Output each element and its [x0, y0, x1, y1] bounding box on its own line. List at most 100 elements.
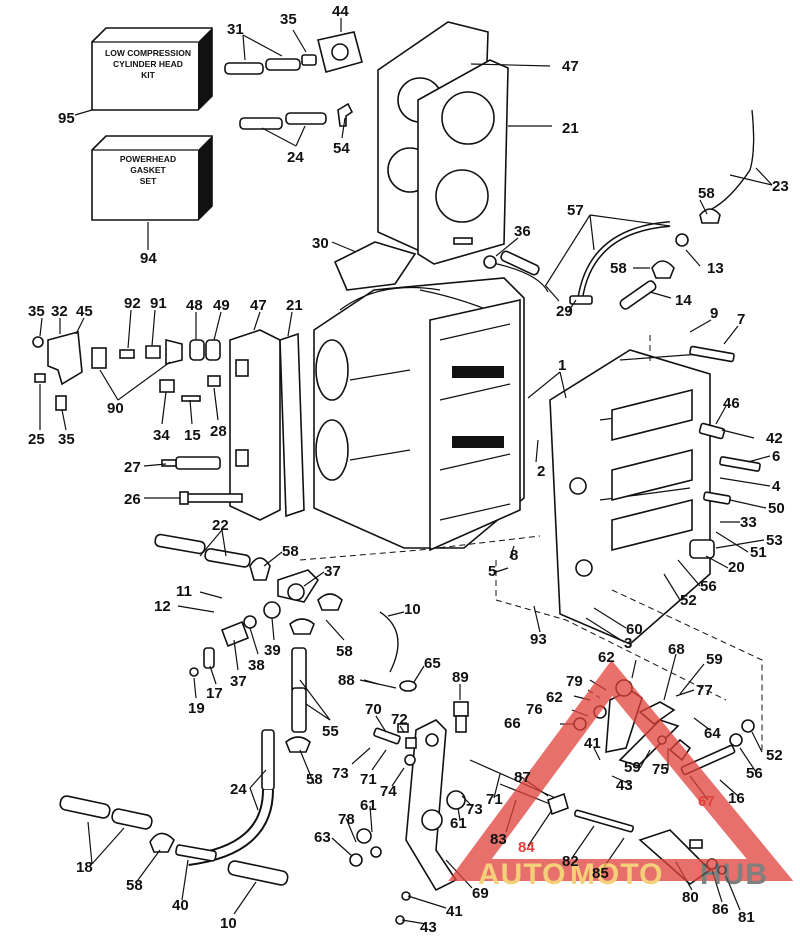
label-52: 52	[766, 747, 783, 764]
label-44: 44	[332, 3, 349, 20]
label-15: 15	[184, 427, 201, 444]
label-17: 17	[206, 685, 223, 702]
label-45: 45	[76, 303, 93, 320]
label-5: 5	[488, 563, 496, 580]
label-58: 58	[336, 643, 353, 660]
label-78: 78	[338, 811, 355, 828]
label-32: 32	[51, 303, 68, 320]
label-63: 63	[314, 829, 331, 846]
label-31: 31	[227, 21, 244, 38]
label-3: 3	[624, 635, 632, 652]
left-bracket-parts	[32, 330, 221, 411]
cylinder-gasket	[417, 59, 509, 265]
label-54: 54	[333, 140, 350, 157]
label-86: 86	[712, 901, 729, 918]
label-58: 58	[698, 185, 715, 202]
label-43: 43	[420, 919, 437, 936]
label-24: 24	[230, 781, 247, 798]
label-74: 74	[380, 783, 397, 800]
label-60: 60	[626, 621, 643, 638]
label-6: 6	[772, 448, 780, 465]
label-18: 18	[76, 859, 93, 876]
cylinder-block	[313, 277, 525, 552]
watermark-moto: MOTO	[570, 858, 663, 891]
side-gasket	[279, 332, 305, 518]
label-41: 41	[584, 735, 601, 752]
crankcase-cover	[549, 349, 711, 645]
label-35: 35	[280, 11, 297, 28]
label-58: 58	[610, 260, 627, 277]
label-51: 51	[750, 544, 767, 561]
label-53: 53	[766, 532, 783, 549]
label-10: 10	[404, 601, 421, 618]
box-line-1: LOW COMPRESSION	[105, 48, 191, 58]
label-27: 27	[124, 459, 141, 476]
part-labels: 95 94 31 35 44 47 21 24 54 23 58 57 36 3…	[28, 3, 789, 936]
label-70: 70	[365, 701, 382, 718]
label-73: 73	[466, 801, 483, 818]
label-87: 87	[514, 769, 531, 786]
label-1: 1	[558, 357, 566, 374]
label-22: 22	[212, 517, 229, 534]
label-79: 79	[566, 673, 583, 690]
label-58: 58	[282, 543, 299, 560]
label-13: 13	[707, 260, 724, 277]
label-25: 25	[28, 431, 45, 448]
watermark-triangle	[448, 660, 794, 881]
label-58: 58	[306, 771, 323, 788]
box-line-1: POWERHEAD	[120, 154, 176, 164]
label-16: 16	[728, 790, 745, 807]
label-71: 71	[360, 771, 377, 788]
label-29: 29	[556, 303, 573, 320]
label-81: 81	[738, 909, 755, 926]
label-94: 94	[140, 250, 157, 267]
label-71: 71	[486, 791, 503, 808]
leader-lines	[39, 18, 773, 925]
label-84: 84	[518, 839, 535, 856]
label-10: 10	[220, 915, 237, 932]
label-33: 33	[740, 514, 757, 531]
label-35: 35	[28, 303, 45, 320]
box-line-2: GASKET	[130, 165, 166, 175]
label-8: 8	[510, 547, 518, 564]
label-30: 30	[312, 235, 329, 252]
label-12: 12	[154, 598, 171, 615]
label-61: 61	[360, 797, 377, 814]
hose-pair-top	[224, 54, 354, 130]
label-56: 56	[746, 765, 763, 782]
label-47: 47	[562, 58, 579, 75]
label-58: 58	[126, 877, 143, 894]
label-62: 62	[546, 689, 563, 706]
label-89: 89	[452, 669, 469, 686]
label-40: 40	[172, 897, 189, 914]
long-bolt-26	[179, 491, 243, 505]
label-52: 52	[680, 592, 697, 609]
box-line-3: KIT	[141, 70, 156, 80]
label-41: 41	[446, 903, 463, 920]
label-38: 38	[248, 657, 265, 674]
label-50: 50	[768, 500, 785, 517]
lower-left-hoses	[154, 533, 417, 753]
label-66: 66	[504, 715, 521, 732]
label-21: 21	[562, 120, 579, 137]
label-62: 62	[598, 649, 615, 666]
label-21: 21	[286, 297, 303, 314]
label-57: 57	[567, 202, 584, 219]
label-59: 59	[624, 759, 641, 776]
bottom-hoses	[59, 729, 289, 886]
label-26: 26	[124, 491, 141, 508]
label-11: 11	[176, 583, 192, 600]
label-14: 14	[675, 292, 692, 309]
label-95: 95	[58, 110, 75, 127]
label-88: 88	[338, 672, 355, 689]
label-93: 93	[530, 631, 547, 648]
label-68: 68	[668, 641, 685, 658]
label-77: 77	[696, 682, 713, 699]
label-47: 47	[250, 297, 267, 314]
label-83: 83	[490, 831, 507, 848]
label-42: 42	[766, 430, 783, 447]
label-65: 65	[424, 655, 441, 672]
box-line-3: SET	[140, 176, 157, 186]
label-49: 49	[213, 297, 230, 314]
label-2: 2	[537, 463, 545, 480]
